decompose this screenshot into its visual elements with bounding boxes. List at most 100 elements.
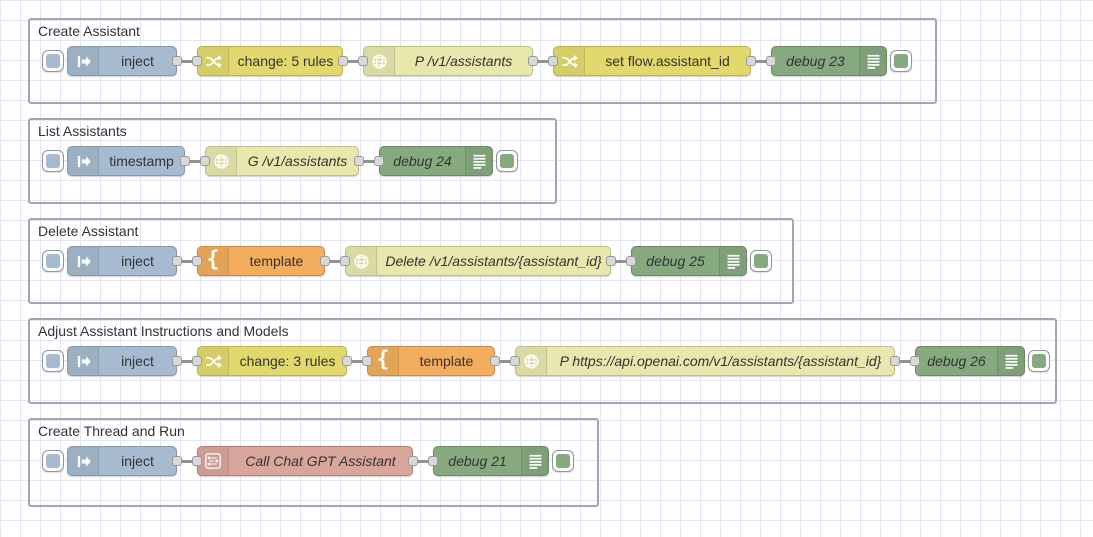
- node-http-request[interactable]: Delete /v1/assistants/{assistant_id}: [340, 246, 616, 276]
- input-port[interactable]: [910, 356, 920, 366]
- node-debug[interactable]: debug 21: [428, 446, 574, 476]
- wire[interactable]: [359, 159, 379, 163]
- debug-toggle-button[interactable]: [750, 250, 772, 272]
- output-port[interactable]: [490, 356, 500, 366]
- debug-toggle-button[interactable]: [1028, 350, 1050, 372]
- group-delete-assistant[interactable]: Delete Assistant inject { template: [28, 218, 794, 304]
- node-change[interactable]: change: 5 rules: [192, 46, 348, 76]
- group-title: Adjust Assistant Instructions and Models: [38, 323, 289, 339]
- node-row: inject Call Chat GPT Assistant debug 21: [42, 446, 574, 476]
- node-template[interactable]: { template: [192, 246, 330, 276]
- node-debug[interactable]: debug 25: [626, 246, 772, 276]
- input-port[interactable]: [548, 56, 558, 66]
- node-change[interactable]: set flow.assistant_id: [548, 46, 756, 76]
- wire[interactable]: [611, 259, 631, 263]
- node-inject[interactable]: inject: [42, 446, 182, 476]
- output-port[interactable]: [746, 56, 756, 66]
- node-template[interactable]: { template: [362, 346, 500, 376]
- debug-button-fill: [894, 54, 908, 68]
- group-create-assistant[interactable]: Create Assistant inject change: 5 rules: [28, 18, 937, 104]
- debug-button-fill: [1032, 354, 1046, 368]
- node-http-request[interactable]: G /v1/assistants: [200, 146, 364, 176]
- group-list-assistants[interactable]: List Assistants timestamp G /v1/assistan…: [28, 118, 557, 204]
- input-port[interactable]: [358, 56, 368, 66]
- wire[interactable]: [185, 159, 205, 163]
- debug-toggle-button[interactable]: [496, 150, 518, 172]
- node-label: debug 26: [927, 353, 986, 369]
- wire[interactable]: [177, 59, 197, 63]
- input-port[interactable]: [374, 156, 384, 166]
- wire[interactable]: [347, 359, 367, 363]
- inject-arrow-icon: [68, 147, 99, 175]
- input-port[interactable]: [362, 356, 372, 366]
- debug-lines-icon: [521, 447, 548, 475]
- node-http-request[interactable]: P /v1/assistants: [358, 46, 538, 76]
- output-port[interactable]: [354, 156, 364, 166]
- node-debug[interactable]: debug 24: [374, 146, 518, 176]
- output-port[interactable]: [180, 156, 190, 166]
- input-port[interactable]: [428, 456, 438, 466]
- output-port[interactable]: [172, 456, 182, 466]
- debug-button-fill: [500, 154, 514, 168]
- input-port[interactable]: [510, 356, 520, 366]
- wire[interactable]: [751, 59, 771, 63]
- output-port[interactable]: [172, 256, 182, 266]
- wire[interactable]: [895, 359, 915, 363]
- shuffle-icon: [198, 47, 229, 75]
- debug-button-fill: [754, 254, 768, 268]
- inject-trigger-button[interactable]: [42, 450, 64, 472]
- input-port[interactable]: [192, 256, 202, 266]
- wire[interactable]: [177, 459, 197, 463]
- input-port[interactable]: [200, 156, 210, 166]
- node-inject[interactable]: inject: [42, 246, 182, 276]
- wire[interactable]: [177, 359, 197, 363]
- group-create-thread-and-run[interactable]: Create Thread and Run inject Call Chat G…: [28, 418, 599, 507]
- node-change[interactable]: change: 3 rules: [192, 346, 352, 376]
- input-port[interactable]: [192, 356, 202, 366]
- subflow-icon: [198, 447, 229, 475]
- wire[interactable]: [325, 259, 345, 263]
- output-port[interactable]: [320, 256, 330, 266]
- wire[interactable]: [343, 59, 363, 63]
- node-label: P /v1/assistants: [414, 53, 513, 69]
- node-label: debug 21: [448, 453, 507, 469]
- output-port[interactable]: [408, 456, 418, 466]
- input-port[interactable]: [626, 256, 636, 266]
- node-debug[interactable]: debug 23: [766, 46, 912, 76]
- node-http-request[interactable]: P https://api.openai.com/v1/assistants/{…: [510, 346, 900, 376]
- output-port[interactable]: [890, 356, 900, 366]
- wire[interactable]: [495, 359, 515, 363]
- inject-trigger-button[interactable]: [42, 250, 64, 272]
- node-subflow[interactable]: Call Chat GPT Assistant: [192, 446, 418, 476]
- input-port[interactable]: [340, 256, 350, 266]
- node-inject[interactable]: inject: [42, 346, 182, 376]
- node-inject[interactable]: timestamp: [42, 146, 190, 176]
- inject-trigger-button[interactable]: [42, 50, 64, 72]
- output-port[interactable]: [338, 56, 348, 66]
- output-port[interactable]: [606, 256, 616, 266]
- output-port[interactable]: [342, 356, 352, 366]
- input-port[interactable]: [192, 56, 202, 66]
- debug-toggle-button[interactable]: [890, 50, 912, 72]
- debug-lines-icon: [859, 47, 886, 75]
- inject-button-fill: [46, 354, 60, 368]
- curly-brace-icon: {: [198, 247, 229, 275]
- output-port[interactable]: [528, 56, 538, 66]
- node-label: template: [249, 253, 304, 269]
- inject-trigger-button[interactable]: [42, 150, 64, 172]
- inject-button-fill: [46, 54, 60, 68]
- input-port[interactable]: [192, 456, 202, 466]
- input-port[interactable]: [766, 56, 776, 66]
- group-adjust-assistant[interactable]: Adjust Assistant Instructions and Models…: [28, 318, 1057, 404]
- wire[interactable]: [533, 59, 553, 63]
- node-debug[interactable]: debug 26: [910, 346, 1050, 376]
- wire[interactable]: [413, 459, 433, 463]
- node-label: G /v1/assistants: [247, 153, 348, 169]
- node-inject[interactable]: inject: [42, 46, 182, 76]
- wire[interactable]: [177, 259, 197, 263]
- inject-trigger-button[interactable]: [42, 350, 64, 372]
- output-port[interactable]: [172, 56, 182, 66]
- debug-toggle-button[interactable]: [552, 450, 574, 472]
- output-port[interactable]: [172, 356, 182, 366]
